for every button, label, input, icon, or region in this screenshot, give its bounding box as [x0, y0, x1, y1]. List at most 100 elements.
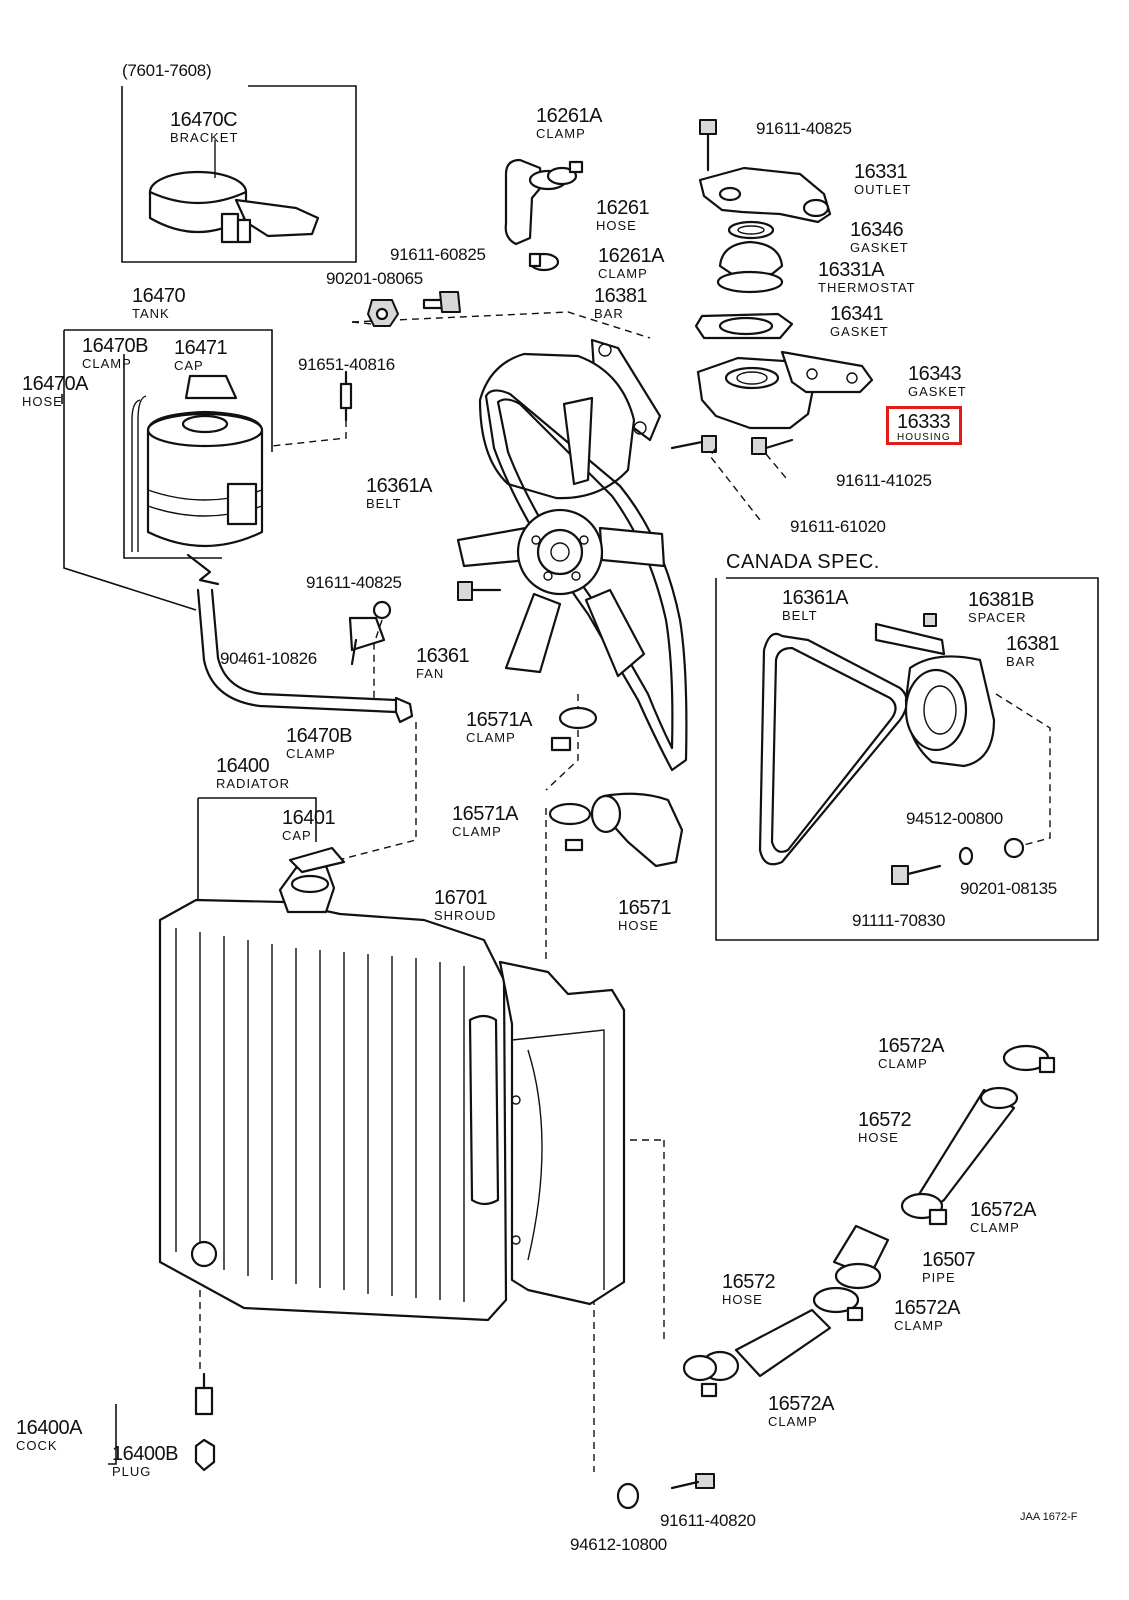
- part-16343[interactable]: 16343 GASKET: [908, 364, 967, 398]
- part-number: 16343: [908, 363, 962, 385]
- part-16361a-canada[interactable]: 16361A BELT: [782, 588, 848, 622]
- part-91611-40825-upper[interactable]: 91611-40825: [756, 120, 852, 137]
- part-90201-08065[interactable]: 90201-08065: [326, 270, 423, 287]
- part-number: 16572A: [894, 1297, 960, 1319]
- part-name: CLAMP: [452, 824, 502, 839]
- part-name: PIPE: [922, 1270, 956, 1285]
- part-16400b[interactable]: 16400B PLUG: [112, 1444, 178, 1478]
- part-number: 16470: [132, 285, 186, 307]
- reservoir-tank-drawing: [131, 374, 264, 586]
- part-number: 90201-08135: [960, 879, 1057, 898]
- part-name: OUTLET: [854, 182, 912, 197]
- part-name: CLAMP: [82, 356, 132, 371]
- part-name: CLAMP: [536, 126, 586, 141]
- radiator-drawing: [158, 846, 508, 1322]
- part-91611-60825[interactable]: 91611-60825: [390, 246, 486, 263]
- part-number: 16572A: [768, 1393, 834, 1415]
- part-91611-40820[interactable]: 91611-40820: [660, 1512, 756, 1529]
- part-16572a-d[interactable]: 16572A CLAMP: [768, 1394, 834, 1428]
- part-name: HOUSING: [897, 433, 951, 440]
- part-16400a[interactable]: 16400A COCK: [16, 1418, 82, 1452]
- part-16572a-b[interactable]: 16572A CLAMP: [970, 1200, 1036, 1234]
- part-16470a[interactable]: 16470A HOSE: [22, 374, 88, 408]
- part-16381b[interactable]: 16381B SPACER: [968, 590, 1034, 624]
- part-16507[interactable]: 16507 PIPE: [922, 1250, 976, 1285]
- part-name: CLAMP: [598, 266, 648, 281]
- part-name: GASKET: [830, 324, 889, 339]
- part-number: 16572: [858, 1109, 912, 1131]
- part-16471[interactable]: 16471 CAP: [174, 338, 228, 372]
- hardware-upper-left: [271, 291, 651, 447]
- part-90461-10826[interactable]: 90461-10826: [220, 650, 317, 667]
- part-16470[interactable]: 16470 TANK: [132, 285, 186, 320]
- part-16571a-upper[interactable]: 16571A CLAMP: [466, 710, 532, 744]
- part-number: 16400B: [112, 1443, 178, 1465]
- part-name: PLUG: [112, 1464, 152, 1479]
- part-name: CLAMP: [894, 1318, 944, 1333]
- part-name: SHROUD: [434, 908, 497, 923]
- part-16571[interactable]: 16571 HOSE: [618, 898, 672, 933]
- part-name: BELT: [782, 608, 818, 623]
- bracket-inset-box: [121, 85, 357, 263]
- overflow-hose-drawing: [196, 588, 414, 724]
- part-number: 16470B: [286, 725, 352, 747]
- part-16261[interactable]: 16261 HOSE: [596, 198, 650, 232]
- part-91111-70830[interactable]: 91111-70830: [852, 912, 945, 929]
- part-number: 16401: [282, 807, 336, 829]
- part-name: HOSE: [618, 918, 659, 933]
- part-16572a-a[interactable]: 16572A CLAMP: [878, 1036, 944, 1070]
- fan-and-belt-drawing: [456, 338, 688, 772]
- lower-hose-16571-drawing: [548, 706, 684, 868]
- part-16571a-lower[interactable]: 16571A CLAMP: [452, 804, 518, 838]
- bracket-16470c-drawing: [148, 140, 320, 244]
- part-16361a[interactable]: 16361A BELT: [366, 476, 432, 510]
- part-16333-highlighted[interactable]: 16333 HOUSING: [886, 406, 962, 445]
- part-90201-08135[interactable]: 90201-08135: [960, 880, 1057, 897]
- part-number: 16341: [830, 303, 884, 325]
- part-number: 16361: [416, 645, 470, 667]
- part-16261a-upper[interactable]: 16261A CLAMP: [536, 106, 602, 140]
- part-16572-lower[interactable]: 16572 HOSE: [722, 1272, 776, 1307]
- part-16331[interactable]: 16331 OUTLET: [854, 162, 911, 196]
- part-91651-40816[interactable]: 91651-40816: [298, 356, 395, 373]
- part-name: HOSE: [722, 1292, 763, 1307]
- part-name: CAP: [282, 828, 312, 843]
- canada-spec-title: CANADA SPEC.: [726, 551, 880, 573]
- part-16572-upper[interactable]: 16572 HOSE: [858, 1109, 912, 1144]
- part-91611-41025[interactable]: 91611-41025: [836, 472, 932, 489]
- part-number: 16572A: [970, 1199, 1036, 1221]
- part-16701[interactable]: 16701 SHROUD: [434, 888, 496, 922]
- part-94612-10800[interactable]: 94612-10800: [570, 1536, 667, 1553]
- radiator-group-lines: [197, 797, 317, 902]
- part-94512-00800[interactable]: 94512-00800: [906, 810, 1003, 827]
- part-number: 94612-10800: [570, 1535, 667, 1554]
- part-16346[interactable]: 16346 GASKET: [850, 220, 909, 254]
- part-16470b-lower[interactable]: 16470B CLAMP: [286, 726, 352, 760]
- part-number: 91611-61020: [790, 517, 886, 536]
- part-91611-61020[interactable]: 91611-61020: [790, 518, 886, 535]
- part-16331a[interactable]: 16331A THERMOSTAT: [818, 260, 916, 294]
- part-16470b-upper[interactable]: 16470B CLAMP: [82, 336, 148, 370]
- part-name: CLAMP: [970, 1220, 1020, 1235]
- part-number: 91611-40820: [660, 1511, 756, 1530]
- part-16401[interactable]: 16401 CAP: [282, 807, 336, 843]
- part-16470c[interactable]: 16470C BRACKET: [170, 110, 238, 144]
- part-16341[interactable]: 16341 GASKET: [830, 304, 889, 338]
- canada-spec-box: [715, 577, 1099, 941]
- part-number: 16470A: [22, 373, 88, 395]
- part-16381[interactable]: 16381 BAR: [594, 286, 648, 320]
- part-16400[interactable]: 16400 RADIATOR: [216, 756, 290, 790]
- fan-bolt-drawing: [348, 581, 502, 700]
- part-number: 16261A: [598, 245, 664, 267]
- part-91611-40825-mid[interactable]: 91611-40825: [306, 574, 402, 591]
- part-16381-canada[interactable]: 16381 BAR: [1006, 634, 1060, 668]
- part-name: CLAMP: [878, 1056, 928, 1071]
- part-name: BRACKET: [170, 130, 239, 145]
- part-name: FAN: [416, 666, 445, 681]
- part-16361[interactable]: 16361 FAN: [416, 645, 470, 681]
- part-number: 91611-41025: [836, 471, 932, 490]
- water-outlet-drawing: [694, 119, 832, 340]
- part-16572a-c[interactable]: 16572A CLAMP: [894, 1298, 960, 1332]
- part-16261a-lower[interactable]: 16261A CLAMP: [598, 246, 664, 280]
- part-number: 16571A: [452, 803, 518, 825]
